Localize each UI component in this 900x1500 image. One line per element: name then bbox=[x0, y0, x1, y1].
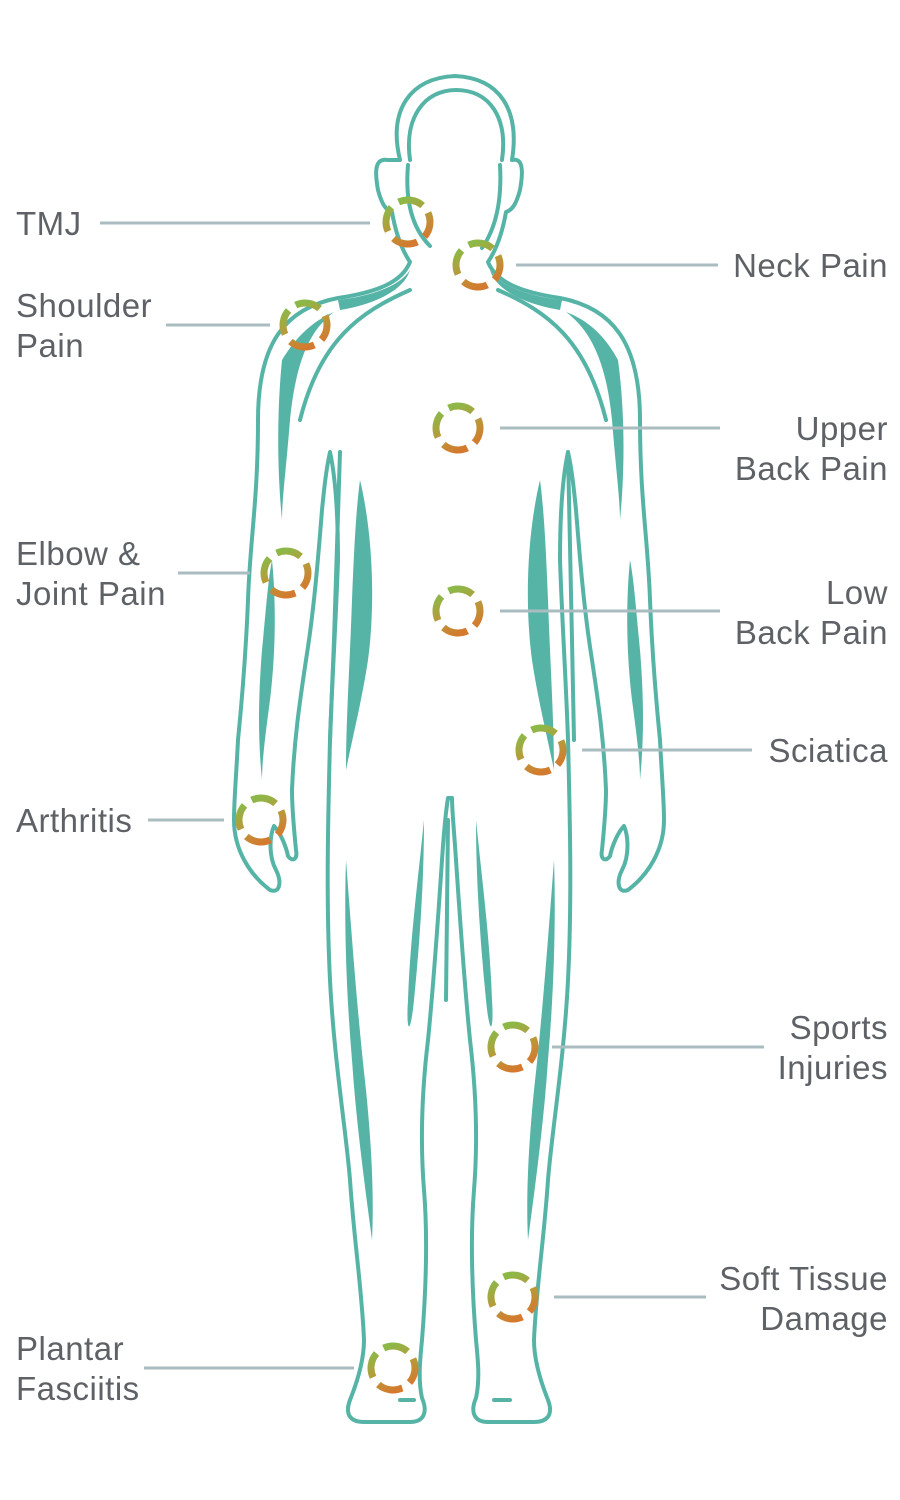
marker-neck-pain[interactable] bbox=[449, 236, 507, 294]
marker-soft-tissue-damage[interactable] bbox=[484, 1268, 542, 1326]
label-soft-tissue-damage[interactable]: Soft Tissue Damage bbox=[719, 1260, 888, 1337]
marker-shoulder-pain[interactable] bbox=[276, 296, 334, 354]
label-plantar-fasciitis[interactable]: Plantar Fasciitis bbox=[16, 1330, 140, 1407]
target-markers bbox=[232, 193, 570, 1397]
marker-arthritis[interactable] bbox=[232, 791, 290, 849]
marker-tmj[interactable] bbox=[379, 193, 437, 251]
marker-sports-injuries[interactable] bbox=[484, 1018, 542, 1076]
label-upper-back-pain[interactable]: Upper Back Pain bbox=[734, 410, 888, 487]
label-elbow-joint-pain[interactable]: Elbow & Joint Pain bbox=[16, 535, 166, 612]
marker-low-back-pain[interactable] bbox=[429, 582, 487, 640]
label-tmj[interactable]: TMJ bbox=[16, 205, 82, 242]
label-sports-injuries[interactable]: Sports Injuries bbox=[777, 1009, 888, 1086]
label-low-back-pain[interactable]: Low Back Pain bbox=[734, 574, 888, 651]
label-shoulder-pain[interactable]: Shoulder Pain bbox=[16, 287, 153, 364]
label-arthritis[interactable]: Arthritis bbox=[16, 802, 133, 839]
marker-upper-back-pain[interactable] bbox=[429, 399, 487, 457]
marker-sciatica[interactable] bbox=[512, 721, 570, 779]
body-outline bbox=[232, 74, 666, 1424]
leader-lines bbox=[100, 221, 764, 1370]
body-shading bbox=[259, 270, 643, 1240]
marker-elbow-joint-pain[interactable] bbox=[257, 544, 315, 602]
label-neck-pain[interactable]: Neck Pain bbox=[733, 247, 888, 284]
marker-plantar-fasciitis[interactable] bbox=[364, 1339, 422, 1397]
label-sciatica[interactable]: Sciatica bbox=[768, 732, 888, 769]
